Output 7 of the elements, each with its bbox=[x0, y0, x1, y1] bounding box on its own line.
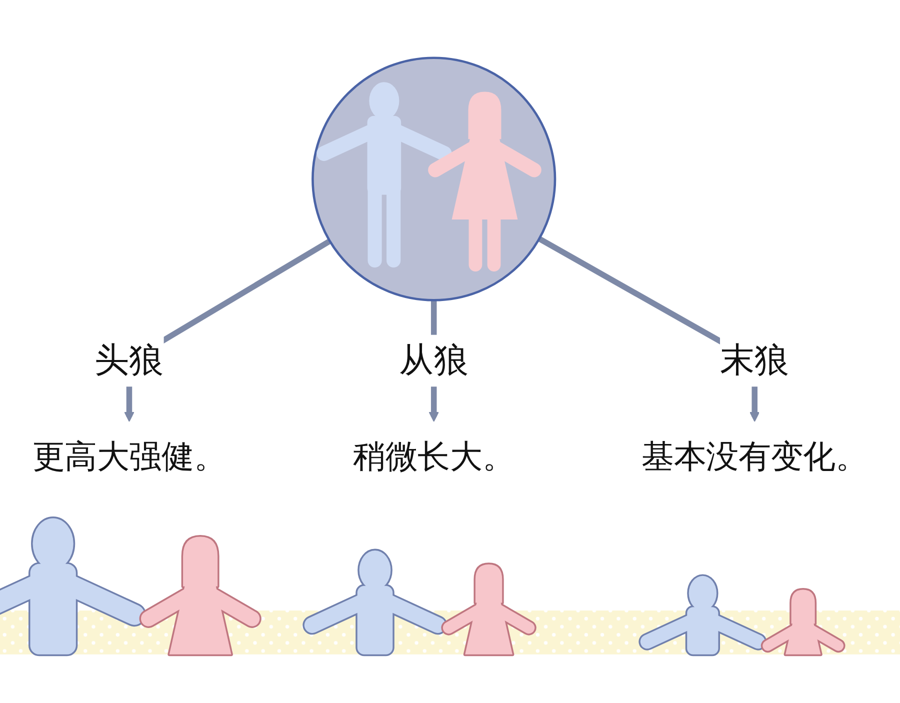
outcome-text: 稍微长大。 bbox=[353, 437, 515, 476]
edge-label: 末狼 bbox=[720, 334, 790, 387]
outcome-text: 更高大强健。 bbox=[32, 437, 226, 476]
outcome-text: 基本没有变化。 bbox=[642, 437, 868, 476]
edge-label: 头狼 bbox=[94, 334, 164, 387]
edge-label: 从狼 bbox=[399, 334, 468, 387]
couple-circle-picture bbox=[312, 56, 556, 302]
